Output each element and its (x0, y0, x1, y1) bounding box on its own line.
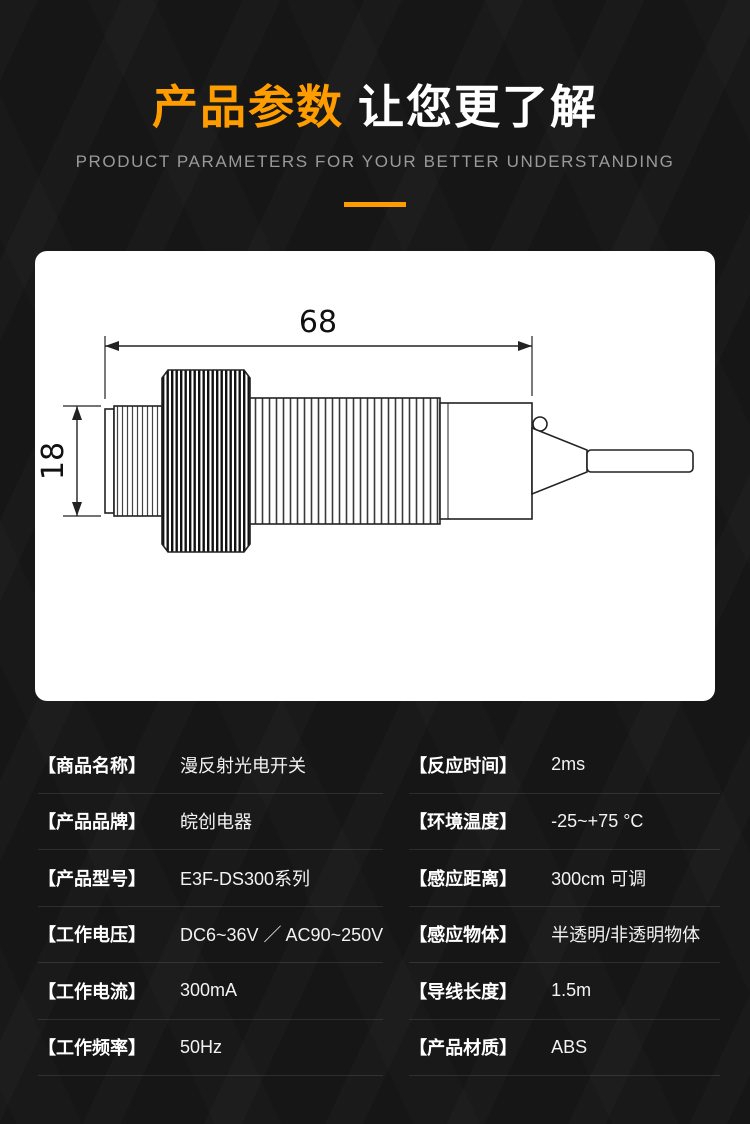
spec-table: 【商品名称】 漫反射光电开关 【产品品牌】 皖创电器 【产品型号】 E3F-DS… (38, 737, 720, 1076)
spec-value: 300mA (180, 980, 238, 1001)
spec-label: 【产品型号】 (38, 868, 146, 889)
spec-value: E3F-DS300系列 (180, 868, 311, 889)
spec-column-left: 【商品名称】 漫反射光电开关 【产品品牌】 皖创电器 【产品型号】 E3F-DS… (38, 737, 384, 1076)
spec-label: 【感应物体】 (409, 925, 518, 946)
spec-label: 【反应时间】 (409, 755, 518, 776)
header: 产品参数让您更了解 PRODUCT PARAMETERS FOR YOUR BE… (0, 0, 750, 207)
spec-row-ambient-temp: 【环境温度】 -25~+75 °C (409, 794, 720, 850)
spec-label: 【工作电流】 (38, 981, 146, 1002)
length-dimension: 68 (104, 305, 533, 399)
spec-label: 【导线长度】 (409, 981, 518, 1002)
spec-row-material: 【产品材质】 ABS (409, 1020, 720, 1076)
diagram-card: 68 18 (35, 251, 715, 701)
spec-label: 【感应距离】 (409, 868, 518, 889)
spec-row-brand: 【产品品牌】 皖创电器 (38, 794, 384, 850)
spec-label: 【工作电压】 (38, 925, 146, 946)
spec-row-product-name: 【商品名称】 漫反射光电开关 (38, 737, 384, 794)
spec-value: 1.5m (551, 980, 592, 1001)
page-title: 产品参数让您更了解 (0, 84, 750, 130)
spec-value: 漫反射光电开关 (180, 755, 306, 776)
spec-label: 【产品品牌】 (38, 812, 146, 833)
spec-value: 2ms (551, 754, 586, 775)
spec-value: 50Hz (180, 1036, 223, 1057)
page-title-rest: 让您更了解 (358, 81, 598, 133)
spec-row-response-time: 【反应时间】 2ms (409, 737, 720, 794)
spec-value: 半透明/非透明物体 (551, 925, 701, 946)
cable (586, 449, 694, 473)
spec-row-current: 【工作电流】 300mA (38, 963, 384, 1020)
spec-label: 【产品材质】 (409, 1038, 518, 1059)
spec-value: ABS (551, 1036, 588, 1057)
sensor-technical-drawing: 68 18 (36, 305, 694, 553)
accent-divider (344, 202, 406, 207)
spec-row-sensing-object: 【感应物体】 半透明/非透明物体 (409, 907, 720, 963)
spec-column-right: 【反应时间】 2ms 【环境温度】 -25~+75 °C 【感应距离】 300c… (409, 737, 720, 1076)
page-subtitle: PRODUCT PARAMETERS FOR YOUR BETTER UNDER… (75, 152, 675, 171)
sensor-body (104, 369, 694, 553)
spec-value: 皖创电器 (180, 812, 252, 833)
spec-row-model: 【产品型号】 E3F-DS300系列 (38, 850, 384, 907)
spec-label: 【商品名称】 (38, 755, 146, 776)
spec-row-frequency: 【工作频率】 50Hz (38, 1020, 384, 1076)
spec-label: 【工作频率】 (38, 1038, 146, 1059)
spec-value: 300cm 可调 (551, 868, 647, 889)
diameter-dimension: 18 (36, 405, 101, 517)
page-title-highlight: 产品参数 (152, 81, 344, 133)
spec-row-voltage: 【工作电压】 DC6~36V ／ AC90~250V (38, 907, 384, 963)
spec-row-cable-length: 【导线长度】 1.5m (409, 963, 720, 1020)
length-dim-label: 68 (299, 305, 337, 340)
spec-row-sensing-distance: 【感应距离】 300cm 可调 (409, 850, 720, 907)
spec-value: DC6~36V ／ AC90~250V (180, 925, 384, 946)
spec-value: -25~+75 °C (551, 810, 644, 831)
spec-label: 【环境温度】 (409, 812, 518, 833)
diameter-dim-label: 18 (36, 442, 71, 480)
